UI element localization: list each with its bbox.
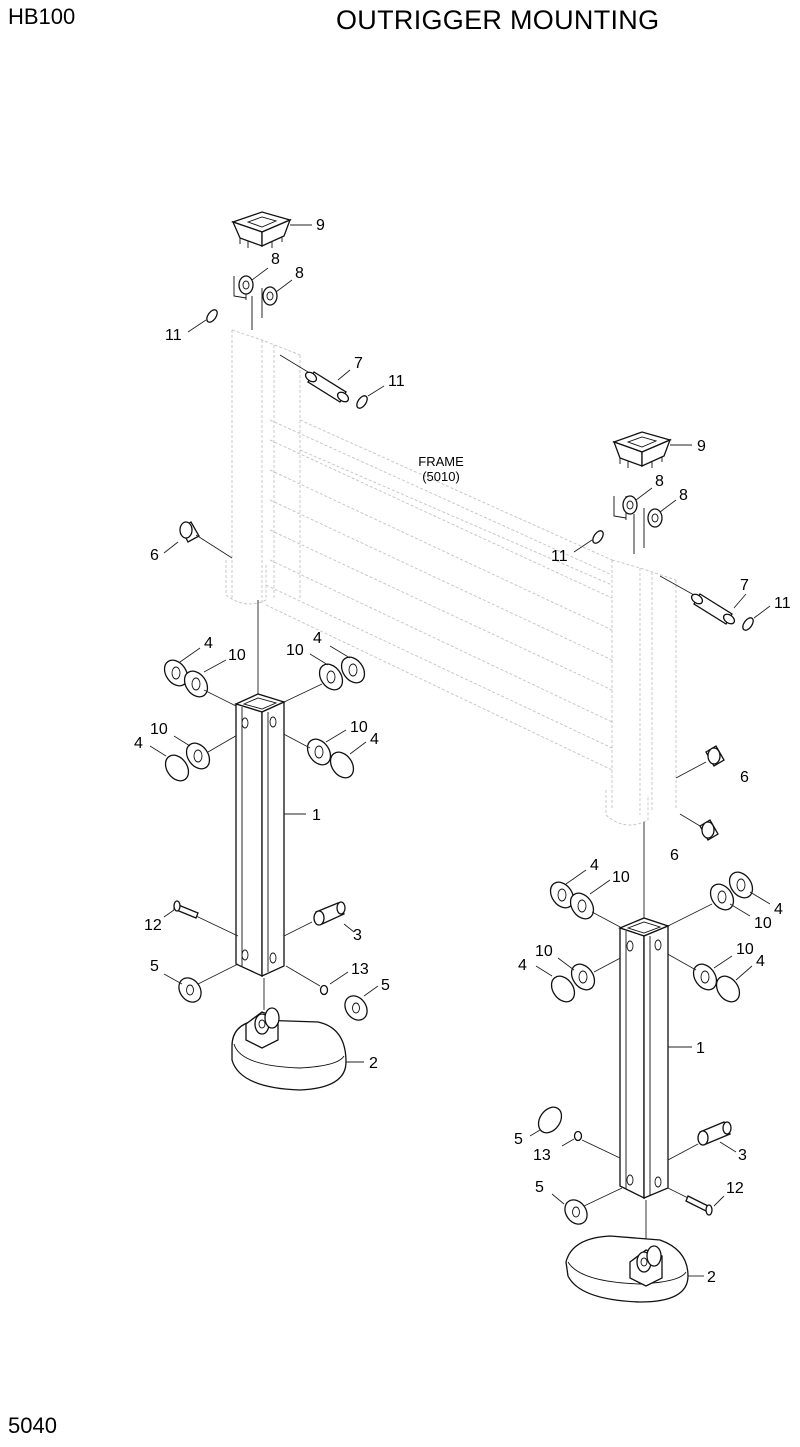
bushing-part-8	[233, 275, 278, 330]
bolt-part-12	[667, 1187, 713, 1216]
leg-part-1	[618, 822, 692, 1200]
cap-part-9	[612, 431, 692, 468]
o-ring-part-11	[742, 617, 754, 631]
left-outrigger	[163, 211, 368, 1091]
callout-4: 4	[590, 857, 599, 874]
callout-7: 7	[740, 577, 749, 594]
callout-7: 7	[354, 355, 363, 372]
callout-3: 3	[353, 927, 362, 944]
callout-2: 2	[707, 1269, 716, 1286]
callout-12: 12	[144, 917, 162, 934]
callout-13: 13	[533, 1147, 551, 1164]
washer-set-lower	[550, 951, 741, 1003]
frame-label-line2: (5010)	[422, 469, 460, 484]
callout-4: 4	[134, 735, 143, 752]
callout-8: 8	[655, 473, 664, 490]
callout-8: 8	[679, 487, 688, 504]
frame-label-line1: FRAME	[418, 454, 464, 469]
callout-4: 4	[518, 957, 527, 974]
page-title: OUTRIGGER MOUNTING	[336, 5, 660, 35]
callout-10: 10	[754, 915, 772, 932]
washer-part-5	[178, 977, 202, 1003]
pin-part-3	[667, 1121, 737, 1161]
right-outrigger	[537, 431, 754, 1303]
page-number: 5040	[8, 1413, 57, 1438]
callout-10: 10	[612, 869, 630, 886]
callout-11: 11	[774, 595, 791, 612]
callout-10: 10	[350, 719, 368, 736]
callout-4: 4	[756, 953, 765, 970]
nut-part-13	[319, 984, 329, 996]
callout-1: 1	[312, 807, 321, 824]
callout-12: 12	[726, 1180, 744, 1197]
callout-6: 6	[670, 847, 679, 864]
callout-4: 4	[370, 731, 379, 748]
frame-outline	[225, 329, 677, 826]
pin-part-7	[279, 354, 350, 403]
nut-part-13	[573, 1130, 583, 1142]
callout-5: 5	[535, 1179, 544, 1196]
o-ring-part-11	[356, 395, 368, 409]
foot-pad-part-2	[231, 978, 364, 1091]
callout-10: 10	[535, 943, 553, 960]
callout-6: 6	[740, 769, 749, 786]
callout-5: 5	[150, 958, 159, 975]
callout-13: 13	[351, 961, 369, 978]
callout-1: 1	[696, 1040, 705, 1057]
callout-4: 4	[204, 635, 213, 652]
callout-2: 2	[369, 1055, 378, 1072]
callout-6: 6	[150, 547, 159, 564]
bushing-part-6	[675, 745, 725, 841]
callout-4: 4	[313, 630, 322, 647]
washer-set-upper	[163, 656, 366, 709]
callout-3: 3	[738, 1147, 747, 1164]
callout-11: 11	[388, 373, 405, 390]
cap-part-9	[231, 211, 292, 248]
pin-part-7	[659, 575, 736, 625]
washer-set-lower	[164, 729, 355, 782]
callout-8: 8	[271, 251, 280, 268]
leg-part-1	[234, 600, 306, 978]
callout-9: 9	[316, 217, 325, 234]
model-code: HB100	[8, 4, 76, 29]
callout-11: 11	[551, 548, 568, 565]
callout-4: 4	[774, 901, 783, 918]
washer-part-5	[344, 995, 368, 1021]
bushing-part-6	[179, 521, 233, 559]
callout-8: 8	[295, 265, 304, 282]
o-ring-part-11	[592, 530, 604, 544]
callout-5: 5	[381, 977, 390, 994]
bushing-part-8	[613, 495, 663, 554]
callout-10: 10	[286, 642, 304, 659]
callout-10: 10	[736, 941, 754, 958]
foot-pad-part-2	[565, 1200, 704, 1303]
washer-part-5	[537, 1106, 563, 1134]
pin-part-3	[283, 901, 346, 937]
o-ring-part-11	[206, 309, 218, 323]
callout-9: 9	[697, 438, 706, 455]
callout-10: 10	[228, 647, 246, 664]
callout-5: 5	[514, 1131, 523, 1148]
bolt-part-12	[173, 900, 239, 937]
washer-set-upper	[549, 871, 754, 929]
callout-11: 11	[165, 327, 182, 344]
callout-10: 10	[150, 721, 168, 738]
washer-part-5	[564, 1199, 588, 1225]
